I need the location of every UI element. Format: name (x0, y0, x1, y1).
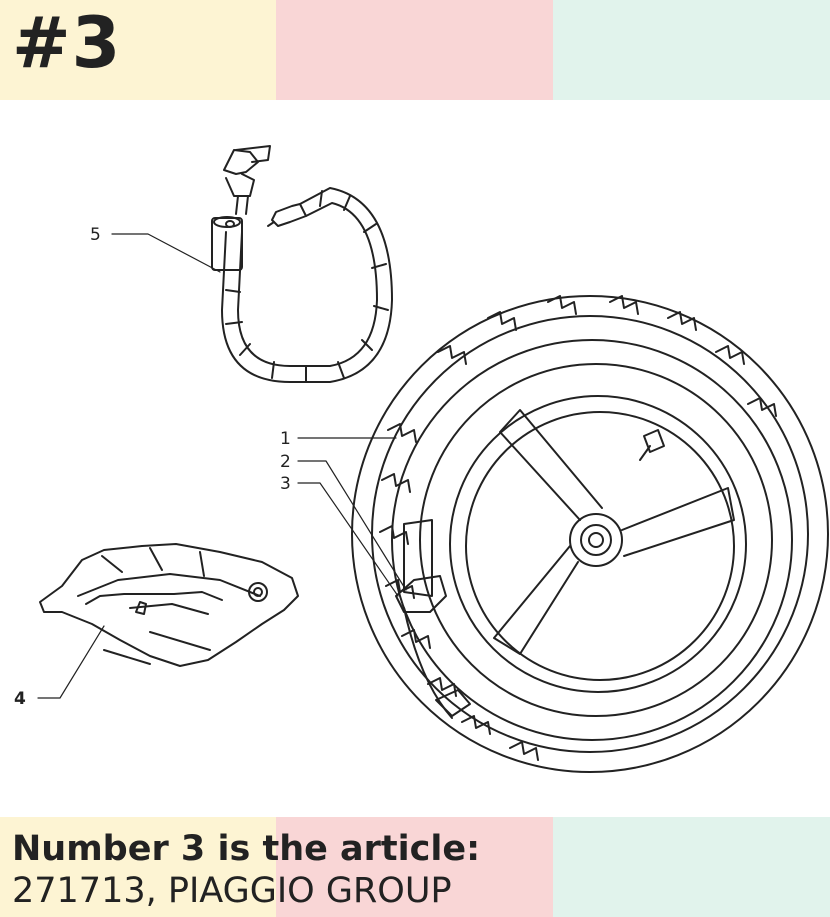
band-mint (553, 0, 830, 100)
part-number-badge: #3 (12, 2, 122, 84)
callout-4: 4 (14, 689, 26, 709)
band-pink (276, 817, 553, 917)
top-color-band (0, 0, 830, 100)
callout-2: 2 (280, 452, 291, 472)
bottom-color-band (0, 817, 830, 917)
band-pink (276, 0, 553, 100)
callout-3: 3 (280, 474, 291, 494)
tool-pouch-drawing (39, 543, 299, 667)
band-mint (553, 817, 830, 917)
caption-article: 271713, PIAGGIO GROUP (12, 871, 452, 911)
callout-labels: 5 1 2 3 4 (14, 225, 291, 709)
caption-heading: Number 3 is the article: (12, 829, 481, 869)
band-yellow (0, 0, 276, 100)
band-yellow (0, 817, 276, 917)
cable-lock-drawing (211, 145, 393, 383)
wheel-drawing (351, 295, 829, 773)
leader-lines (37, 233, 407, 699)
exploded-parts-diagram: 5 1 2 3 4 (14, 145, 829, 773)
callout-1: 1 (280, 429, 291, 449)
callout-5: 5 (90, 225, 101, 245)
article-caption: Number 3 is the article: 271713, PIAGGIO… (12, 828, 480, 912)
